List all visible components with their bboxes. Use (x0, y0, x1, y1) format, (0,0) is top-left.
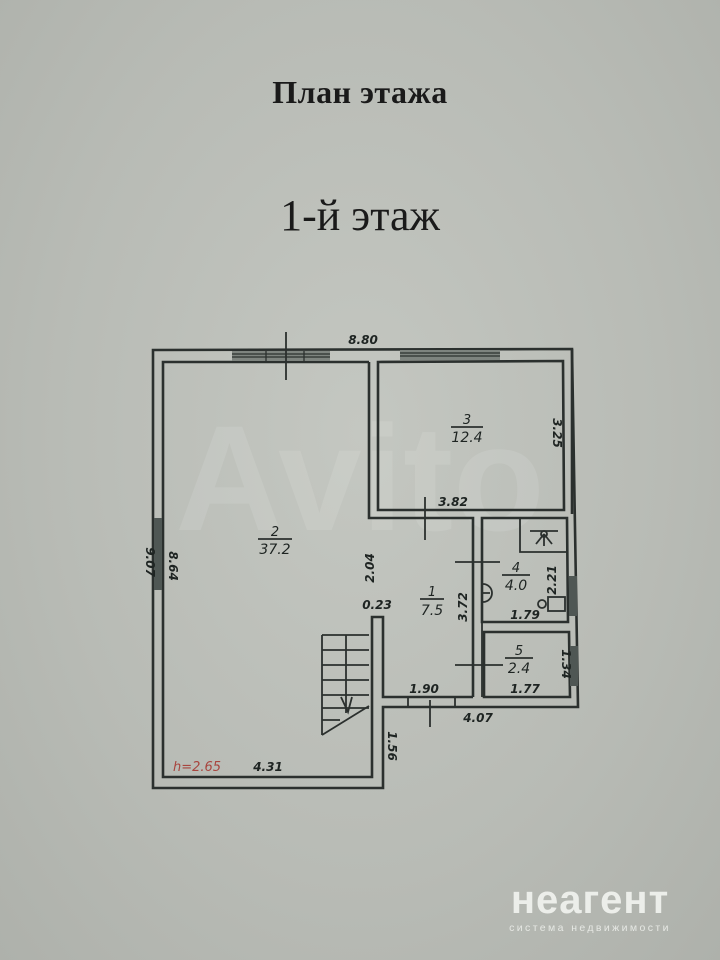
dim-room3-height: 3.25 (550, 418, 564, 448)
room-area: 12.4 (451, 430, 482, 446)
room-area: 2.4 (508, 661, 530, 677)
window-room-4 (569, 576, 577, 616)
dim-corridor-height: 3.72 (456, 592, 470, 622)
room-2-walls (161, 360, 473, 779)
room-number: 5 (515, 644, 523, 659)
sink-icon (537, 596, 566, 612)
dim-room3-width: 3.82 (438, 495, 468, 509)
room-4-label: 4 4.0 (502, 561, 530, 594)
staircase (321, 634, 370, 736)
room-1-label: 1 7.5 (420, 585, 444, 619)
dim-room4-width: 1.79 (510, 608, 540, 622)
window-room-5 (570, 646, 578, 686)
room-5-walls (482, 630, 572, 699)
corridor-right-wall (472, 518, 483, 697)
floor-title: 1-й этаж (280, 191, 440, 240)
page-title: План этажа (272, 74, 448, 110)
window-top-left (232, 351, 330, 361)
dim-left-outer: 9.07 (143, 547, 157, 577)
dim-room5-height: 1.34 (559, 649, 573, 679)
room-number: 2 (271, 525, 279, 540)
avito-watermark: Avito (175, 394, 544, 562)
dim-top-total: 8.80 (348, 333, 378, 347)
room-3-label: 3 12.4 (451, 413, 483, 446)
dim-room5-width: 1.77 (510, 682, 540, 696)
dim-partition-height: 2.04 (363, 553, 377, 583)
dim-partition-thickness: 0.23 (362, 598, 392, 612)
room-5-label: 5 2.4 (505, 644, 533, 677)
toilet-icon (482, 583, 493, 603)
shower-box (519, 518, 567, 553)
window-left (154, 518, 162, 590)
dim-step-height: 1.56 (385, 731, 399, 761)
window-top-right (400, 350, 500, 360)
room-number: 4 (512, 561, 520, 576)
room-2-label: 2 37.2 (258, 525, 292, 558)
door-markers (285, 332, 503, 727)
logo-name: неагент (510, 878, 670, 922)
dim-room4-height: 2.21 (545, 565, 559, 595)
room-area: 37.2 (259, 542, 290, 558)
room-area: 7.5 (421, 603, 443, 619)
dim-left-inner: 8.64 (166, 551, 180, 581)
logo-tagline: система недвижимости (509, 922, 671, 934)
dim-bottom-left: 4.31 (252, 760, 283, 774)
dim-corridor-width: 1.90 (409, 682, 439, 696)
dim-bottom-right: 4.07 (462, 711, 493, 725)
ceiling-height-label: h=2.65 (173, 760, 221, 775)
room-3-walls (376, 359, 566, 512)
neagent-logo: неагент система недвижимости (490, 880, 690, 934)
room-number: 1 (428, 585, 436, 600)
room-area: 4.0 (505, 578, 527, 594)
room-number: 3 (463, 413, 471, 428)
shower-icon (530, 530, 558, 546)
